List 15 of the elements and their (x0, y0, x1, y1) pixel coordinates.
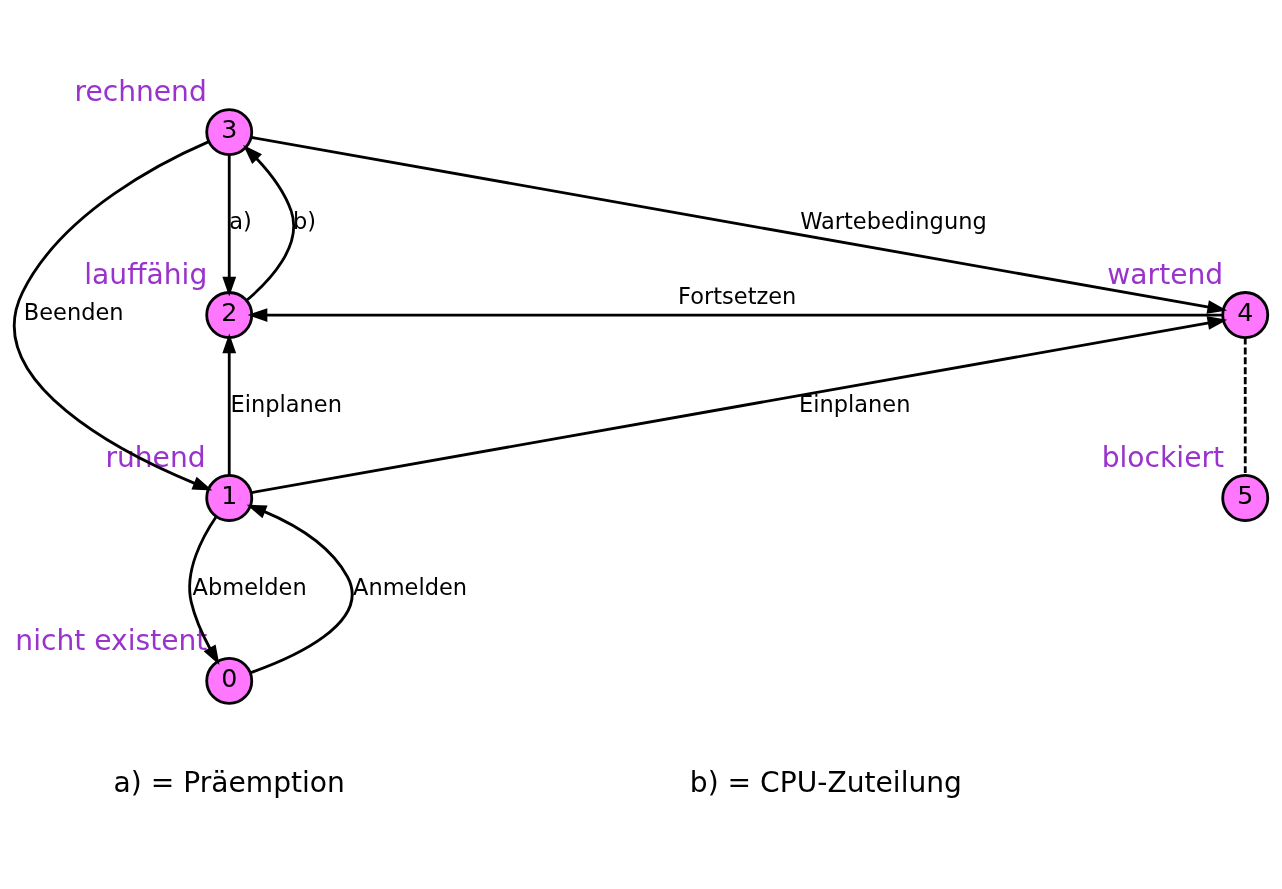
edge-label: Abmelden (192, 573, 307, 600)
label: b) = CPU-Zuteilung (689, 766, 962, 800)
edge-label: b) (292, 207, 317, 234)
edge-label: Beenden (23, 299, 124, 326)
node-label: rechnend (74, 75, 207, 109)
edge-label: Einplanen (230, 390, 342, 417)
label: a) = Präemption (113, 766, 345, 800)
edge-label: Wartebedingung (800, 207, 987, 234)
edge-label: Einplanen (799, 390, 911, 417)
node-label: blockiert (1101, 441, 1225, 475)
edge-label: Fortsetzen (678, 282, 797, 309)
node-label: nicht existent (15, 623, 208, 657)
node-label: wartend (1107, 258, 1224, 292)
node-label: lauffähig (84, 258, 208, 292)
edge-label: Anmelden (353, 573, 468, 600)
